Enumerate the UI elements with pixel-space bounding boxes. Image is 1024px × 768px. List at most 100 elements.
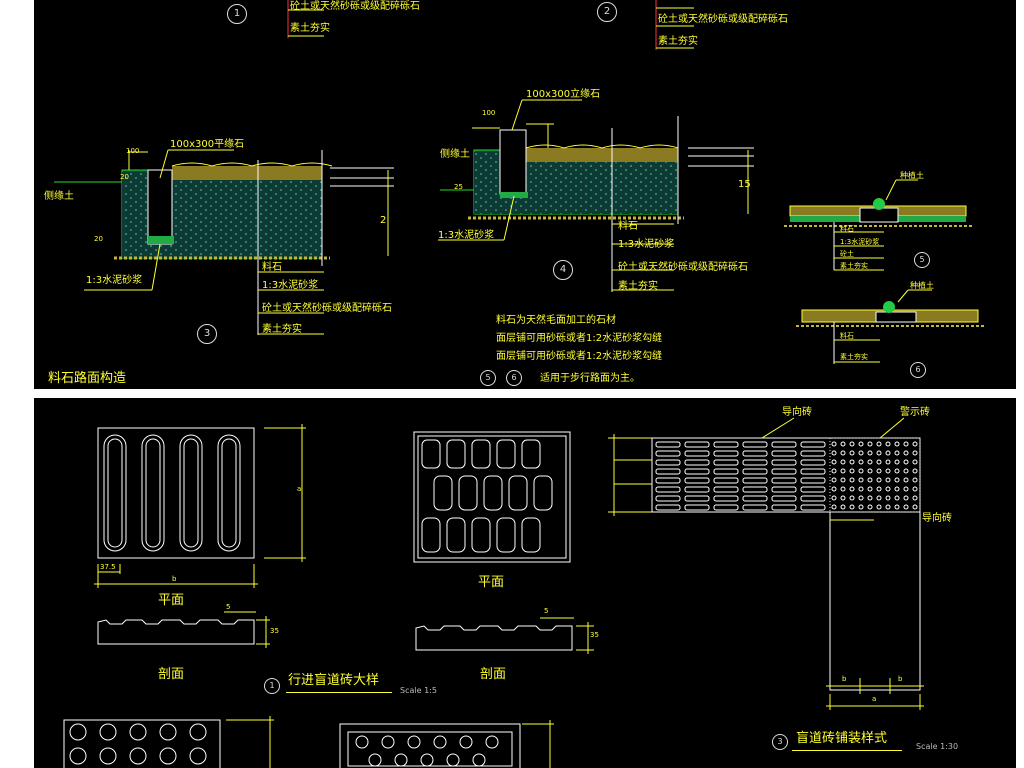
guide-bar-mark [800,459,826,466]
guide-bar-mark [800,504,826,511]
warning-dot-mark [894,477,900,483]
guide-bar-mark [655,495,681,502]
warning-dot-mark [858,468,864,474]
detail-1-number: 1 [227,4,247,24]
detail-3-layer-3: 砼土或天然砂砾或级配碎砾石 [262,303,392,314]
warning-dot-mark [831,486,837,492]
guide-bar-mark [771,477,797,484]
detail-3-mortar-label: 1:3水泥砂浆 [86,275,143,286]
warning-dot-mark [912,477,918,483]
section-label-2: 剖面 [480,667,507,682]
warning-dot-mark [831,504,837,510]
guide-tile-plan [97,427,255,559]
title-3-number: 3 [772,734,788,750]
warning-dot-mark [894,504,900,510]
warning-dot-mark [840,486,846,492]
layout-dim-3: a [872,695,877,703]
guide-bar-mark [713,477,739,484]
warning-dot-mark [867,468,873,474]
warning-dot-mark [876,450,882,456]
detail-5-label: 种植土 [900,171,924,180]
title-1-underline [286,692,392,693]
title-3-underline [792,750,902,751]
section-label-1: 剖面 [158,667,185,682]
guide-tile-label-1: 导向砖 [782,407,812,418]
warning-dot-mark [894,495,900,501]
warning-dot-mark [849,477,855,483]
title-1-scale: Scale 1:5 [400,686,437,695]
detail-5-layer-4: 素土夯实 [840,262,868,270]
note-2: 面层铺可用砂砾或者1:2水泥砂浆勾缝 [496,333,663,344]
guide-bar-mark [742,441,768,448]
warning-dot-mark [876,459,882,465]
warning-dot-mark [912,495,918,501]
warning-dot-mark [867,450,873,456]
notes-number-6: 6 [506,370,522,386]
detail-6-layer-2: 素土夯实 [840,353,868,361]
guide-bar-mark [684,441,710,448]
dim-edge: 37.5 [100,563,116,571]
warning-dot-mark [840,495,846,501]
section-detail-5 [784,179,972,271]
detail-5-layer-2: 1:3水泥砂浆 [840,238,880,246]
guide-bar-mark [742,468,768,475]
detail-3-layer-4: 素土夯实 [262,324,302,335]
warning-dot-mark [867,486,873,492]
warning-dot-mark [885,459,891,465]
section-detail-4 [438,99,754,292]
detail-2-label-b: 素土夯实 [658,36,698,47]
warning-dot-mark [867,477,873,483]
section-1-dim-side: 35 [270,627,279,635]
section-2-dim-top: 5 [544,607,549,615]
warning-dot-mark [858,486,864,492]
guide-bar-mark [684,495,710,502]
detail-4-dim-side: 25 [454,183,463,191]
guide-bar-mark [771,495,797,502]
warning-dot-mark [903,450,909,456]
guide-bar-mark [800,486,826,493]
warning-dot-mark [867,459,873,465]
warning-dot-mark [903,477,909,483]
detail-5-layer-1: 料石 [840,225,854,233]
detail-4-dim-top: 100 [482,109,496,117]
warning-dot-mark [849,495,855,501]
warning-dot-mark [885,477,891,483]
guide-bar-mark [742,504,768,511]
tile-layout-plan [608,417,924,710]
cad-drawing-top[interactable]: 砼土或天然砂砾或级配碎砾石 素土夯实 1 2 砼土或天然砂砾或级配碎砾石 素土夯… [34,0,1016,389]
detail-3-dim-side: 20 [120,173,129,181]
guide-bar-mark [684,459,710,466]
guide-bar-mark [742,495,768,502]
guide-bar-mark [655,468,681,475]
cad-drawing-bottom[interactable]: a 37.5 b 平面 5 35 剖面 平面 5 35 剖面 导向砖 警示砖 导… [34,398,1016,768]
detail-6-layer-1: 料石 [840,332,854,340]
warning-dot-mark [840,450,846,456]
warning-dot-mark [912,486,918,492]
warning-dot-mark [867,504,873,510]
guide-bar-mark [713,459,739,466]
guide-bar-mark [800,495,826,502]
warning-dot-mark [867,495,873,501]
warning-dot-mark [858,504,864,510]
warning-dot-mark [885,486,891,492]
warning-dot-mark [840,468,846,474]
dim-width: b [172,575,177,583]
warning-dot-mark [876,495,882,501]
warning-dot-mark [849,468,855,474]
guide-bar-mark [742,450,768,457]
detail-4-number: 4 [553,260,573,280]
guide-bar-mark [684,450,710,457]
detail-1-label-a: 砼土或天然砂砾或级配碎砾石 [290,1,420,12]
detail-4-layer-2: 1:3水泥砂浆 [618,239,675,250]
warning-dot-mark [903,504,909,510]
warning-dot-mark [849,450,855,456]
warning-dot-mark [885,441,891,447]
detail-3-dim-base: 20 [94,235,103,243]
guide-bar-mark [800,441,826,448]
warning-dot-mark [849,486,855,492]
guide-bar-mark [684,504,710,511]
warning-dot-mark [849,441,855,447]
top-drawing-canvas [54,0,984,364]
plan-label-2: 平面 [478,575,505,590]
warning-dot-mark [912,459,918,465]
